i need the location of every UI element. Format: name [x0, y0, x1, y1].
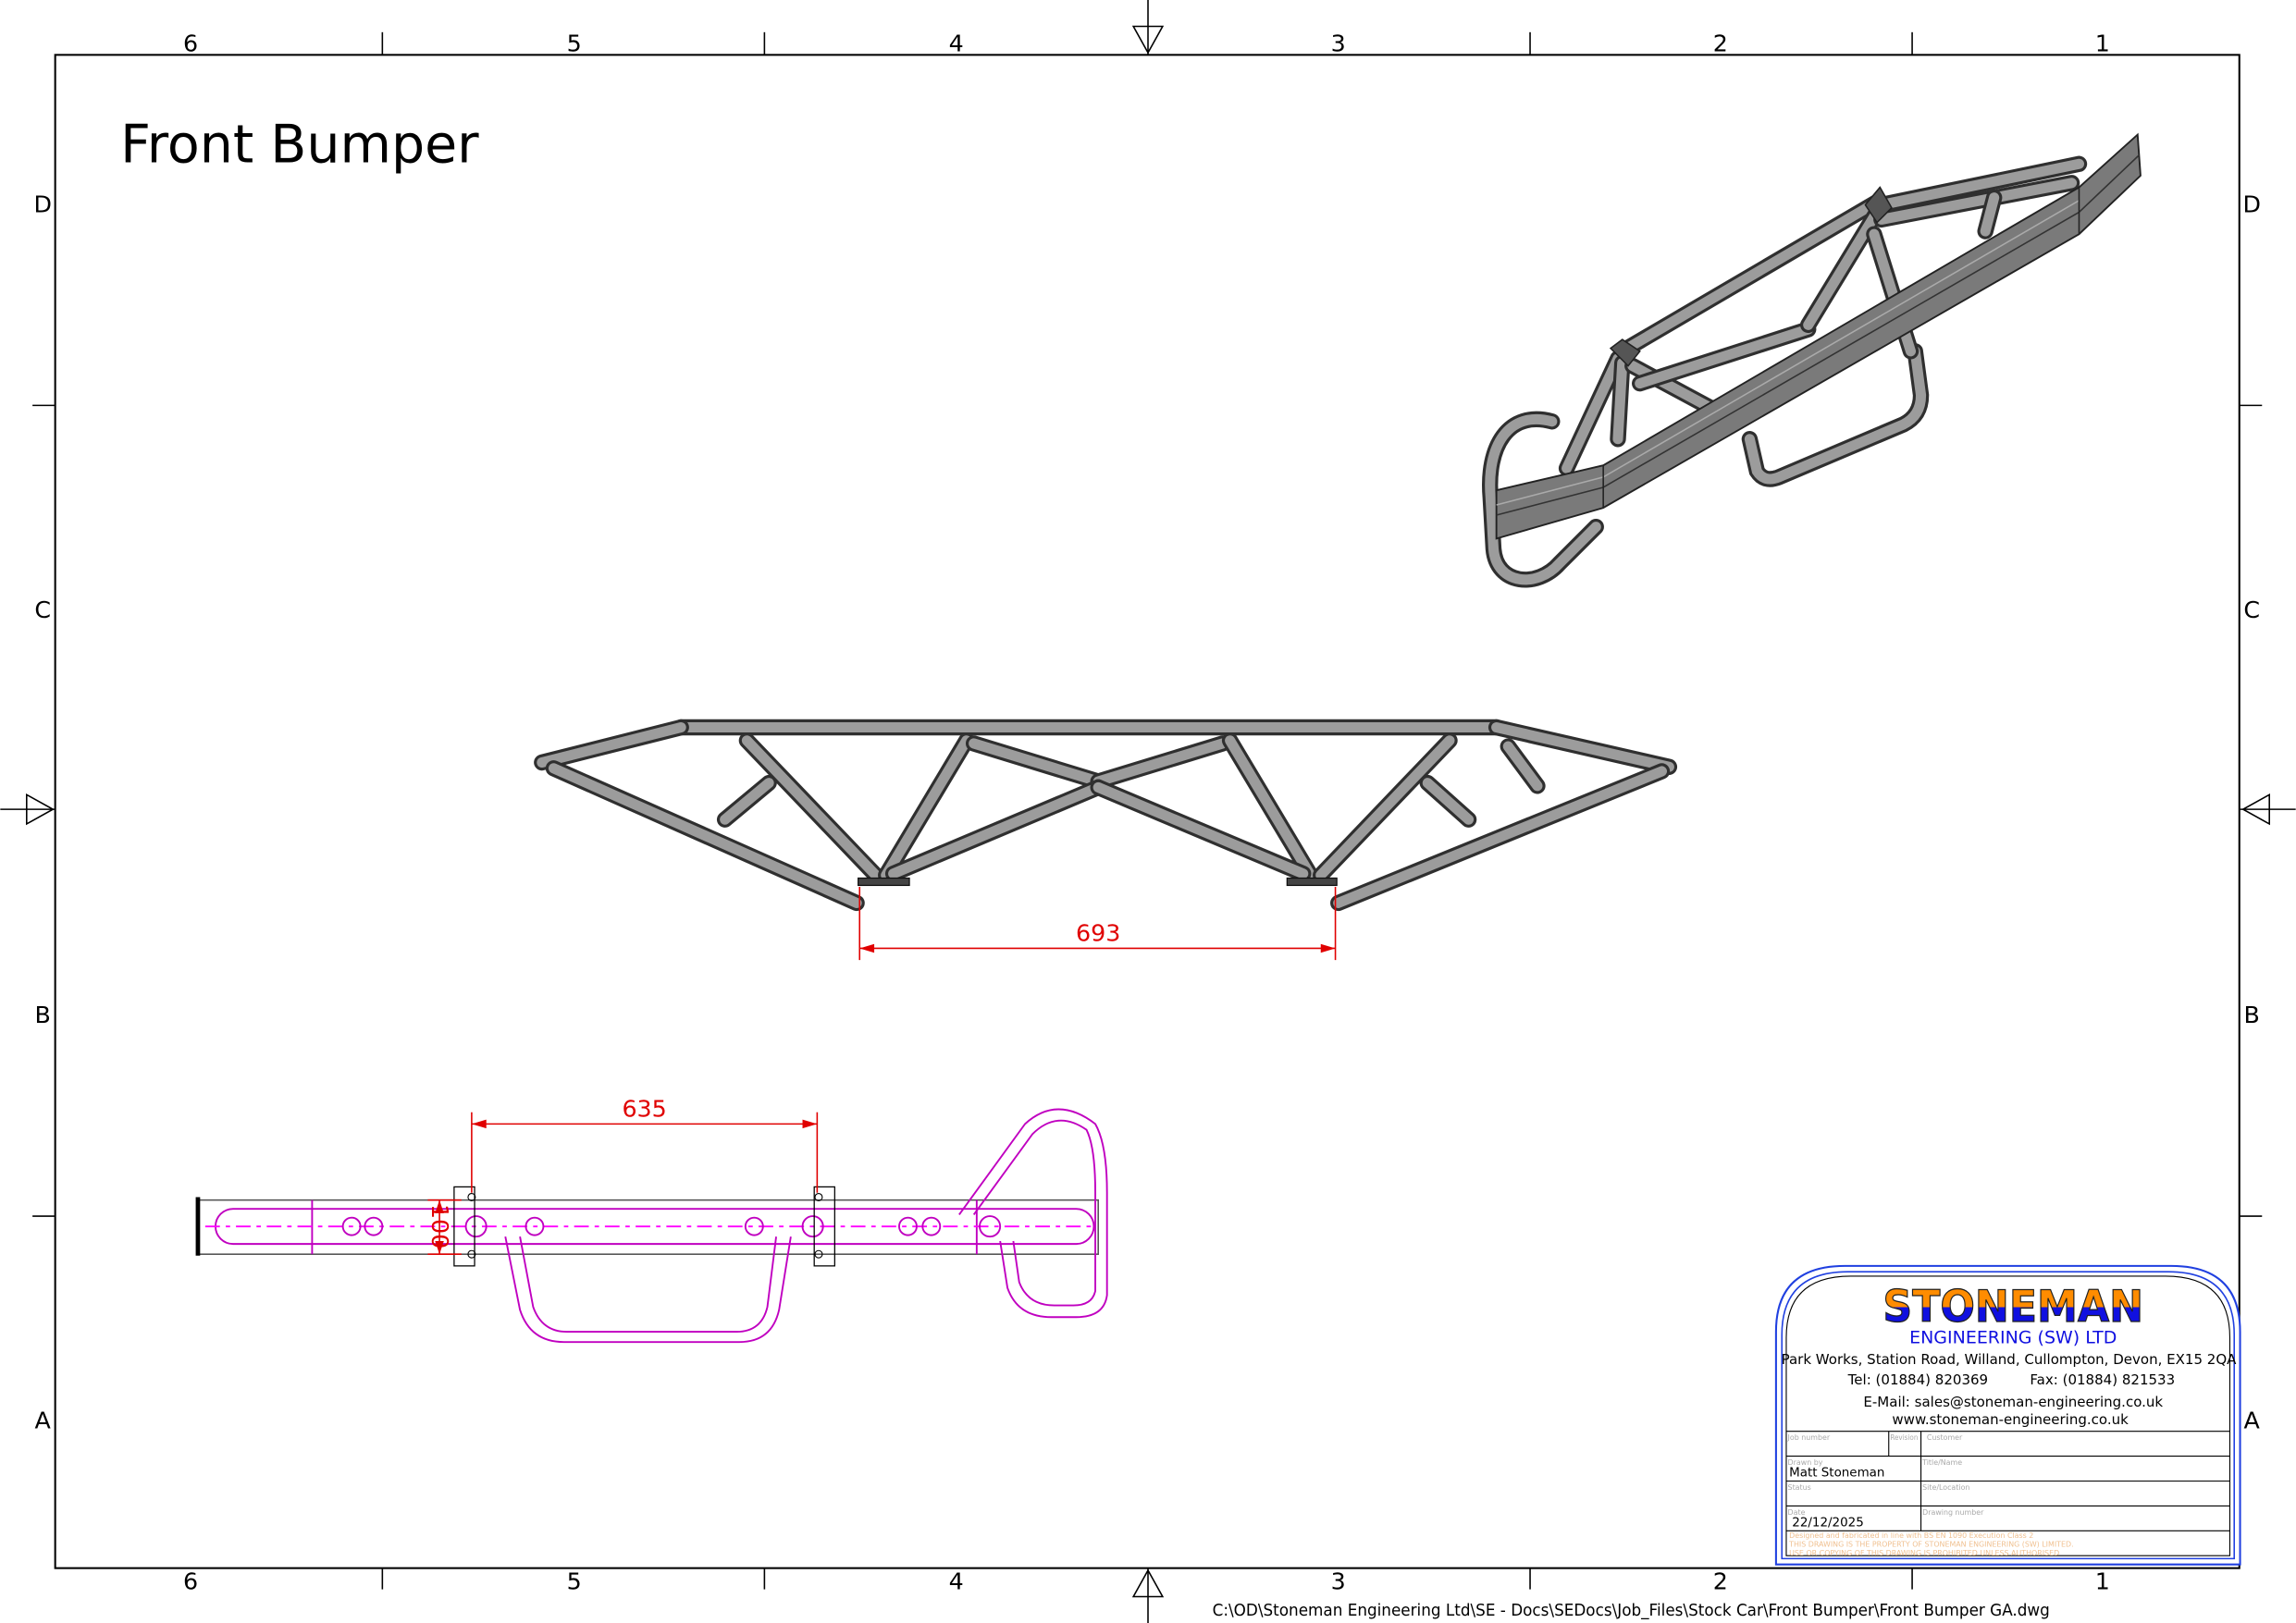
zone-col-6-bottom: 6: [183, 1568, 198, 1595]
zone-row-a-left: A: [35, 1407, 52, 1434]
revision-label: Revision: [1890, 1433, 1918, 1442]
company-name: ENGINEERING (SW) LTD: [1909, 1328, 2117, 1348]
dimension-635-value: 635: [622, 1094, 666, 1122]
zone-row-b-left: B: [35, 1001, 51, 1028]
zone-row-d-left: D: [33, 190, 52, 217]
company-tel: Tel: (01884) 820369: [1847, 1371, 1988, 1388]
plan-view: 635 100: [195, 1094, 1108, 1344]
zone-col-4-top: 4: [949, 29, 964, 56]
date-value: 22/12/2025: [1792, 1517, 1863, 1531]
company-fax: Fax: (01884) 821533: [2030, 1371, 2175, 1388]
centering-arrow-bottom: [1131, 1568, 1165, 1598]
zone-col-2-top: 2: [1713, 29, 1728, 56]
company-website: www.stoneman-engineering.co.uk: [1892, 1411, 2129, 1428]
zone-col-4-bottom: 4: [949, 1568, 964, 1595]
zone-row-c-left: C: [34, 596, 51, 623]
iso-main-beam: [1495, 132, 2142, 540]
drawn-by-value: Matt Stoneman: [1789, 1467, 1884, 1481]
note-copying: USE OR COPYING OF THIS DRAWING IS PROHIB…: [1789, 1549, 2059, 1557]
iso-mount-plate-left: [1609, 338, 1641, 367]
centering-arrow-left: [26, 793, 55, 826]
date-label: Date: [1788, 1508, 1806, 1517]
drawing-number-label: Drawing number: [1922, 1508, 1984, 1517]
drawing-title: Front Bumper: [120, 115, 479, 176]
zone-col-6-top: 6: [183, 29, 198, 56]
customer-label: Customer: [1927, 1433, 1963, 1442]
company-logo: STONEMAN: [1882, 1282, 2143, 1333]
dimension-100: 100: [426, 1199, 462, 1255]
isometric-view: [1482, 132, 2142, 588]
centering-arrow-right: [2241, 793, 2270, 826]
front-view-tubes: [534, 719, 1678, 912]
zone-col-3-bottom: 3: [1331, 1568, 1346, 1595]
zone-col-1-bottom: 1: [2095, 1568, 2110, 1595]
zone-col-2-bottom: 2: [1713, 1568, 1728, 1595]
zone-row-b-right: B: [2244, 1001, 2260, 1028]
file-path: C:\OD\Stoneman Engineering Ltd\SE - Docs…: [1213, 1602, 2050, 1620]
plan-handle: [504, 1236, 792, 1344]
sheet-border: [54, 54, 2240, 1569]
company-email: E-Mail: sales@stoneman-engineering.co.uk: [1863, 1394, 2163, 1410]
drawn-by-label: Drawn by: [1788, 1458, 1823, 1467]
zone-col-3-top: 3: [1331, 29, 1346, 56]
plan-plate-right: [813, 1186, 835, 1267]
centering-arrows: [26, 25, 2270, 1598]
zone-col-5-bottom: 5: [567, 1568, 582, 1595]
note-standard: Designed and fabricated in line with BS …: [1789, 1531, 2033, 1540]
company-address: Park Works, Station Road, Willand, Cullo…: [1782, 1351, 2238, 1368]
title-name-label: Title/Name: [1921, 1458, 1962, 1467]
iso-truss-tubes: [1558, 155, 2088, 477]
plan-plate-left: [453, 1186, 475, 1267]
dimension-693-value: 693: [1076, 919, 1120, 947]
zone-col-1-top: 1: [2095, 29, 2110, 56]
centering-arrow-top: [1131, 25, 1165, 55]
front-view: 693: [534, 719, 1678, 961]
plan-end-loop: [958, 1108, 1108, 1319]
note-property: THIS DRAWING IS THE PROPERTY OF STONEMAN…: [1788, 1541, 2073, 1549]
dimension-693: 693: [858, 886, 1337, 961]
zone-col-5-top: 5: [567, 29, 582, 56]
mount-foot-left: [858, 877, 910, 887]
dimension-635: 635: [471, 1094, 819, 1193]
site-location-label: Site/Location: [1922, 1483, 1969, 1492]
zone-row-c-right: C: [2243, 596, 2260, 623]
mount-foot-right: [1286, 877, 1338, 887]
zone-row-a-right: A: [2244, 1407, 2261, 1434]
title-block: STONEMAN ENGINEERING (SW) LTD Park Works…: [1774, 1264, 2241, 1566]
zone-labels: 6 5 4 3 2 1 6 5 4 3 2 1 D C B A D C B A: [33, 29, 2261, 1594]
job-number-label: Job number: [1787, 1433, 1831, 1442]
status-label: Status: [1788, 1483, 1811, 1492]
zone-row-d-right: D: [2242, 190, 2261, 217]
iso-mount-plate-right: [1864, 186, 1893, 224]
dimension-100-value: 100: [426, 1204, 454, 1248]
